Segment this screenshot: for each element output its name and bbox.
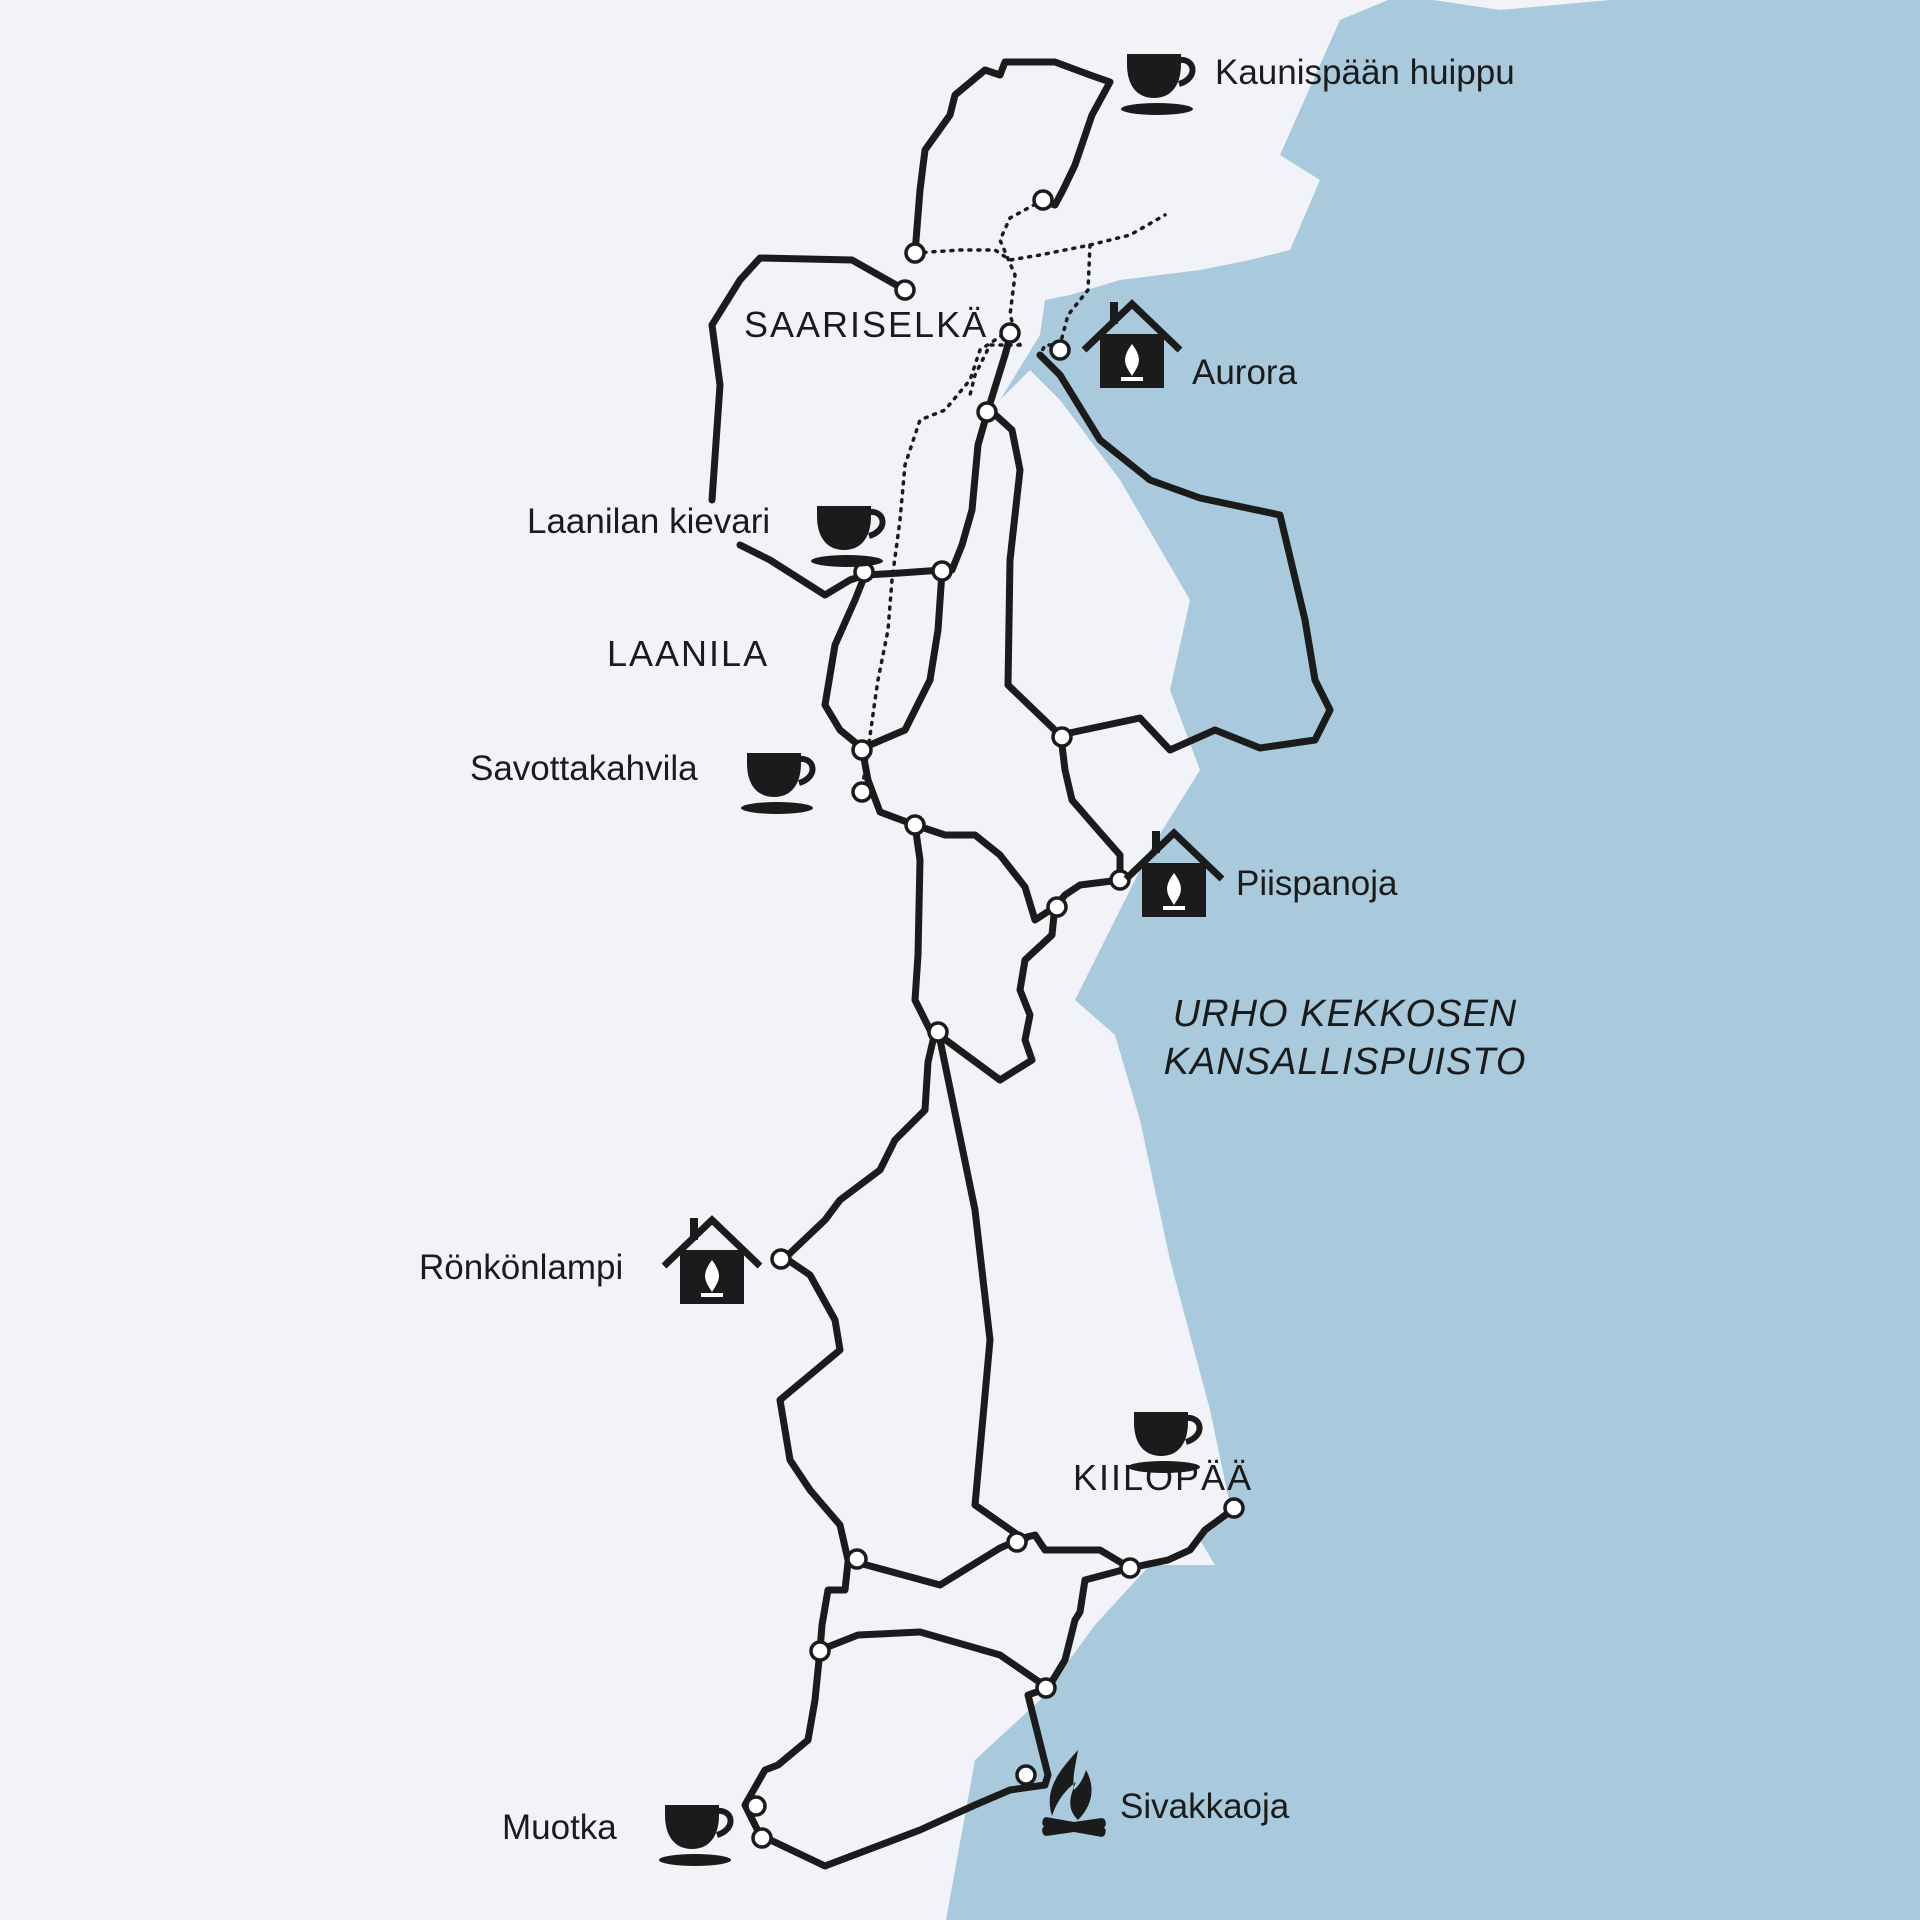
coffee-cup-icon xyxy=(1121,54,1193,115)
coffee-cup-icon xyxy=(659,1805,731,1866)
park-name-line-2: KANSALLISPUISTO xyxy=(1163,1041,1527,1083)
label-ronkonlampi: Rönkönlampi xyxy=(419,1248,624,1287)
hut-fireplace-icon xyxy=(664,1218,760,1304)
park-name-line-1: URHO KEKKOSEN xyxy=(1172,993,1518,1035)
label-kaunispaan-huippu: Kaunispään huippu xyxy=(1215,53,1515,92)
label-laanilan-kievari: Laanilan kievari xyxy=(527,502,771,541)
area-label-saariselka: SAARISELKÄ xyxy=(744,304,989,345)
national-park-label: URHO KEKKOSEN KANSALLISPUISTO xyxy=(1145,990,1545,1086)
label-muotka: Muotka xyxy=(502,1808,617,1847)
summer-trails xyxy=(860,198,1167,792)
area-label-laanila: LAANILA xyxy=(607,633,770,674)
label-savottakahvila: Savottakahvila xyxy=(470,749,698,788)
label-piispanoja: Piispanoja xyxy=(1236,864,1398,903)
label-sivakkaoja: Sivakkaoja xyxy=(1120,1787,1290,1826)
coffee-cup-icon xyxy=(811,506,883,567)
national-park-area xyxy=(946,0,1920,1920)
area-label-kiilopaa: KIILOPÄÄ xyxy=(1073,1457,1254,1498)
coffee-cup-icon xyxy=(741,753,813,814)
label-aurora: Aurora xyxy=(1192,353,1298,392)
